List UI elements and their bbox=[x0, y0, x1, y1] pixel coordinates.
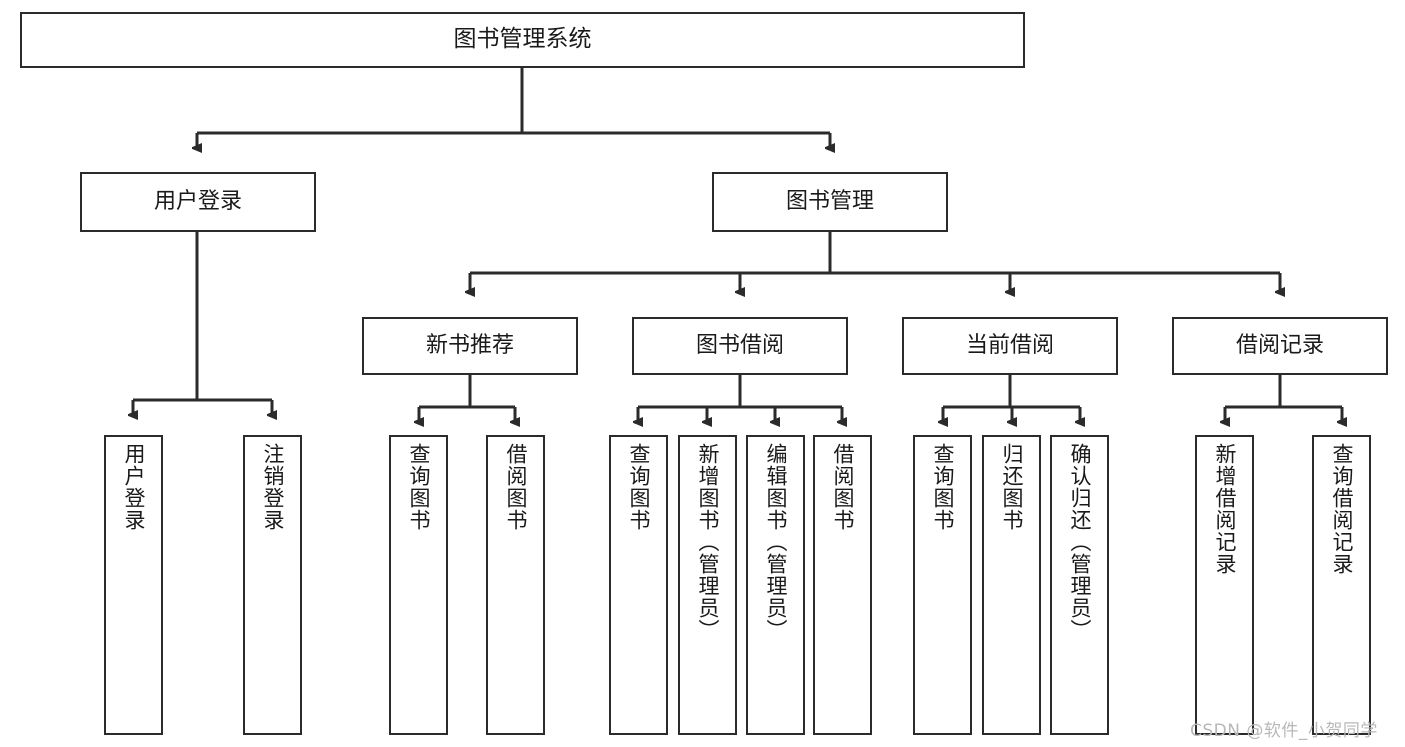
node-label: 查询借阅记录 bbox=[1330, 443, 1354, 575]
node-label: 查询图书 bbox=[627, 443, 651, 531]
node-label: 图书借阅 bbox=[695, 333, 784, 359]
leaf-book-borrow-query[interactable]: 查询图书 bbox=[609, 435, 668, 735]
node-label: 借阅记录 bbox=[1235, 333, 1324, 359]
leaf-borrow-record-query[interactable]: 查询借阅记录 bbox=[1312, 435, 1371, 735]
node-label: 确认归还（管理员） bbox=[1068, 443, 1092, 641]
leaf-current-borrow-return[interactable]: 归还图书 bbox=[982, 435, 1041, 735]
node-label: 用户登录 bbox=[122, 443, 146, 531]
node-label: 图书管理 bbox=[785, 189, 874, 215]
node-label: 借阅图书 bbox=[831, 443, 855, 531]
node-label: 编辑图书（管理员） bbox=[764, 443, 788, 641]
node-book-borrow[interactable]: 图书借阅 bbox=[632, 317, 848, 375]
node-current-borrow[interactable]: 当前借阅 bbox=[902, 317, 1118, 375]
node-label: 用户登录 bbox=[153, 189, 242, 215]
leaf-current-borrow-confirm-return[interactable]: 确认归还（管理员） bbox=[1050, 435, 1109, 735]
leaf-user-login-login[interactable]: 用户登录 bbox=[104, 435, 163, 735]
node-label: 当前借阅 bbox=[965, 333, 1054, 359]
leaf-book-borrow-edit[interactable]: 编辑图书（管理员） bbox=[746, 435, 805, 735]
leaf-new-book-query[interactable]: 查询图书 bbox=[389, 435, 448, 735]
leaf-book-borrow-borrow[interactable]: 借阅图书 bbox=[813, 435, 872, 735]
node-root-system[interactable]: 图书管理系统 bbox=[20, 12, 1025, 68]
leaf-new-book-borrow[interactable]: 借阅图书 bbox=[486, 435, 545, 735]
node-label: 图书管理系统 bbox=[453, 26, 592, 53]
node-user-login[interactable]: 用户登录 bbox=[80, 172, 316, 232]
node-label: 新增借阅记录 bbox=[1213, 443, 1237, 575]
node-new-book-recommend[interactable]: 新书推荐 bbox=[362, 317, 578, 375]
node-label: 新书推荐 bbox=[425, 333, 514, 359]
node-label: 查询图书 bbox=[931, 443, 955, 531]
node-label: 归还图书 bbox=[1000, 443, 1024, 531]
leaf-borrow-record-add[interactable]: 新增借阅记录 bbox=[1195, 435, 1254, 735]
node-borrow-record[interactable]: 借阅记录 bbox=[1172, 317, 1388, 375]
csdn-watermark: CSDN @软件_小贺同学 bbox=[1190, 721, 1378, 741]
node-book-management[interactable]: 图书管理 bbox=[712, 172, 948, 232]
leaf-current-borrow-query[interactable]: 查询图书 bbox=[913, 435, 972, 735]
node-label: 注销登录 bbox=[261, 443, 285, 531]
node-label: 查询图书 bbox=[407, 443, 431, 531]
leaf-user-login-logout[interactable]: 注销登录 bbox=[243, 435, 302, 735]
node-label: 新增图书（管理员） bbox=[696, 443, 720, 641]
leaf-book-borrow-add[interactable]: 新增图书（管理员） bbox=[678, 435, 737, 735]
node-label: 借阅图书 bbox=[504, 443, 528, 531]
